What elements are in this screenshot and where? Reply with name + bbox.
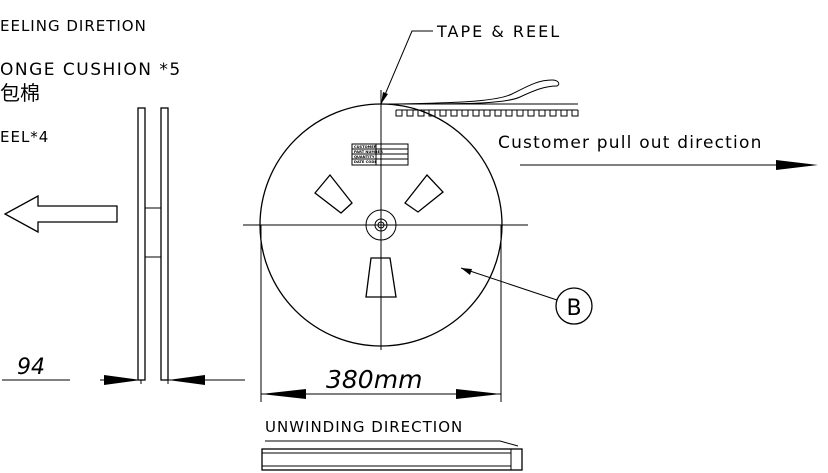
reeling-direction-label: EELING DIRETION	[0, 17, 147, 35]
diameter-dimension: 380mm	[260, 225, 502, 402]
reel-window	[314, 173, 353, 214]
thickness-value: 94	[17, 355, 45, 380]
sponge-cushion-label: ONGE CUSHION *5	[0, 60, 182, 80]
reel-bottom-view	[261, 448, 523, 471]
label-row-part-number: PART NUMBER	[354, 150, 383, 154]
carrier-tape	[381, 79, 579, 117]
reel-window	[404, 174, 444, 213]
thickness-dimension: 94	[2, 355, 245, 385]
reel-front-view	[243, 90, 528, 350]
reel-count-label: EEL*4	[0, 128, 49, 146]
tape-reel-leader: TAPE & REEL	[380, 22, 561, 105]
reel-label-box: CUSTOMER PART NUMBER QUANTITY DATE CODE	[351, 143, 409, 166]
label-row-customer: CUSTOMER	[354, 145, 377, 149]
unwinding-arrow	[265, 440, 519, 447]
label-row-date-code: DATE CODE	[354, 160, 377, 164]
tape-reel-label: TAPE & REEL	[436, 22, 561, 41]
pull-out-direction-label: Customer pull out direction	[498, 133, 763, 153]
diameter-value: 380mm	[326, 365, 422, 394]
unwinding-direction-label: UNWINDING DIRECTION	[265, 418, 463, 436]
callout-b: B	[460, 267, 593, 325]
callout-letter: B	[566, 296, 581, 321]
chinese-label: 包棉	[0, 81, 40, 105]
label-row-quantity: QUANTITY	[354, 155, 375, 159]
reel-window	[365, 257, 397, 298]
reeling-direction-arrow	[3, 194, 118, 234]
reel-side-view	[137, 107, 169, 381]
pull-out-arrow	[520, 160, 818, 170]
